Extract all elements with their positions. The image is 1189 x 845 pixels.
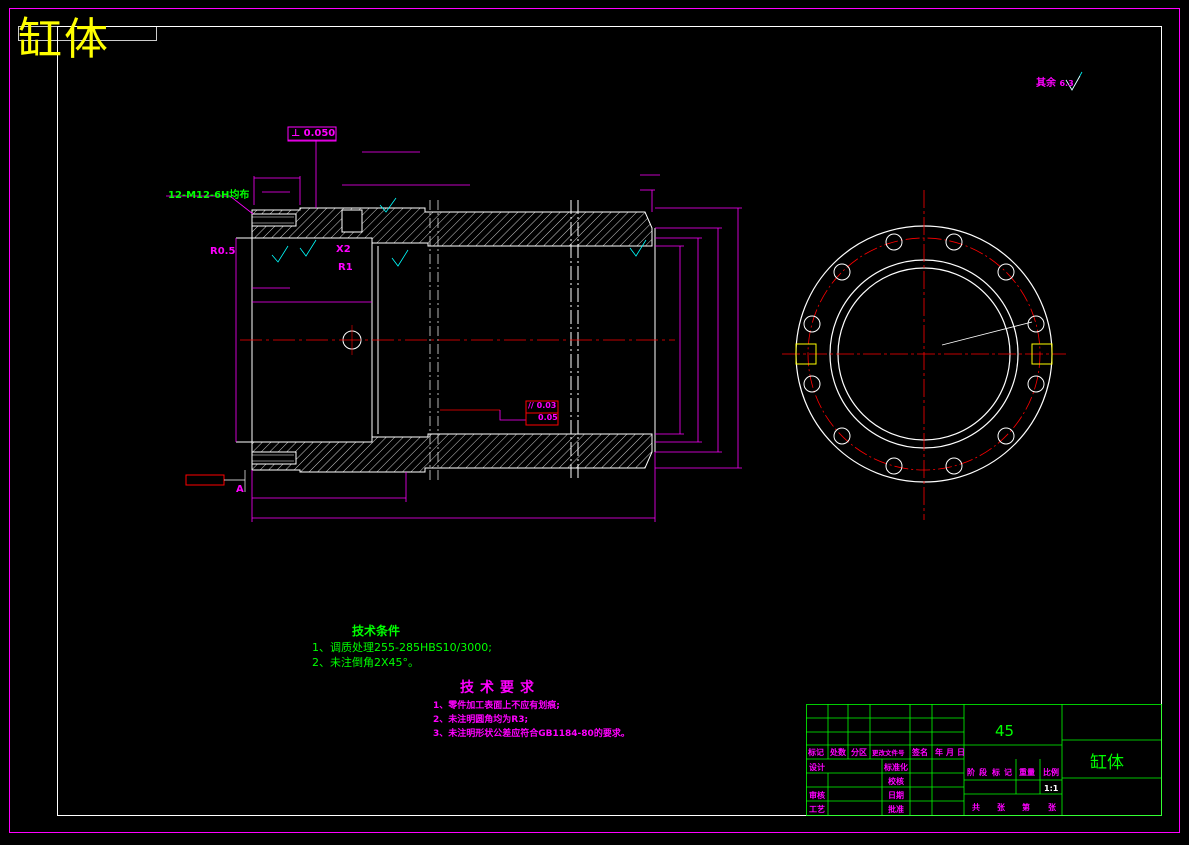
- inner-frame: [57, 26, 1162, 816]
- section-dimensions: [166, 139, 742, 522]
- bolt-hole: [1027, 315, 1045, 333]
- upper-wall-hatch: [251, 207, 653, 247]
- tb-stage-2: 段: [979, 768, 987, 777]
- thread-hole-lower: [251, 451, 297, 465]
- bolt-hole: [885, 233, 903, 251]
- tech-condition-line-2: 2、未注倒角2X45°。: [312, 656, 420, 669]
- title-block-material: 45: [995, 722, 1015, 740]
- lower-wall-hatch: [251, 433, 653, 473]
- bolt-hole: [803, 315, 821, 333]
- tb-header-day: 日: [957, 748, 965, 757]
- bolt-hole: [997, 427, 1015, 445]
- title-block-grid: [806, 704, 1162, 816]
- bolt-hole: [945, 457, 963, 475]
- bolt-hole: [833, 263, 851, 281]
- tech-requirement-line-2: 2、未注明圆角均为R3;: [433, 715, 529, 725]
- tb-stage-1: 阶: [967, 768, 975, 777]
- tb-role-standard: 标准化: [884, 763, 908, 772]
- bolt-hole: [885, 457, 903, 475]
- tb-role-review: 审核: [809, 791, 825, 800]
- tech-requirement-line-1: 1、零件加工表面上不应有划痕;: [433, 701, 560, 711]
- tb-stage-4: 记: [1004, 768, 1012, 777]
- port-boss-left: [795, 343, 817, 365]
- title-block-part-name: 缸体: [1090, 753, 1124, 773]
- tech-conditions-heading: 技术条件: [352, 624, 401, 638]
- thread-hole-upper: [251, 213, 297, 227]
- tech-condition-line-1: 1、调质处理255-285HBS10/3000;: [312, 641, 492, 654]
- tb-header-zone: 分区: [851, 748, 867, 757]
- thread-callout: 12-M12-6H均布: [168, 190, 250, 201]
- tb-header-count: 处数: [830, 748, 846, 757]
- bolt-hole: [803, 375, 821, 393]
- drawing-title: 缸体: [18, 14, 110, 65]
- surface-note-text: 其余: [1036, 78, 1056, 89]
- outer-frame: [9, 8, 1180, 833]
- tb-header-change-doc: 更改文件号: [872, 749, 905, 757]
- surface-roughness-note: 其余 6.3: [1036, 74, 1074, 89]
- fillet-r05-label: R0.5: [210, 246, 236, 257]
- tb-header-year: 年: [935, 748, 943, 757]
- tb-scale-value: 1:1: [1044, 784, 1059, 793]
- cylindricity-frame: [185, 474, 225, 486]
- section-view: [236, 200, 675, 480]
- parallel-tolerance: // 0.03: [528, 401, 557, 410]
- tb-scale-header: 比例: [1043, 768, 1059, 777]
- surface-note-value: 6.3: [1059, 79, 1074, 88]
- tb-sheet-no: 第: [1022, 803, 1030, 812]
- chamfer-x2-label: X2: [336, 244, 351, 255]
- fillet-r1-label: R1: [338, 262, 353, 273]
- perpendicularity-frame: [287, 126, 337, 142]
- port-boss-right: [1031, 343, 1053, 365]
- tb-header-month: 月: [946, 748, 954, 757]
- bolt-hole: [1027, 375, 1045, 393]
- tb-role-craft: 工艺: [809, 805, 825, 814]
- bolt-holes: [803, 233, 1045, 475]
- tb-header-sign: 签名: [912, 748, 928, 757]
- bolt-hole: [833, 427, 851, 445]
- tech-requirements-heading: 技术要求: [460, 680, 540, 696]
- tb-role-design: 设计: [809, 763, 825, 772]
- tb-header-mark: 标记: [808, 748, 824, 757]
- bolt-hole: [997, 263, 1015, 281]
- tb-sheet-total: 共: [972, 803, 980, 812]
- tb-role-check: 校核: [888, 777, 904, 786]
- tb-role-date: 日期: [888, 791, 904, 800]
- perpendicularity-tolerance: ⊥ 0.050: [291, 128, 336, 139]
- title-label-box: [18, 26, 157, 41]
- tb-sheet-unit-1: 张: [997, 803, 1005, 812]
- tb-role-approve: 批准: [888, 805, 904, 814]
- bolt-hole: [945, 233, 963, 251]
- port-hole: [341, 209, 363, 233]
- cylindricity-tolerance: 0.05: [538, 413, 558, 422]
- tb-stage-3: 标: [992, 768, 1000, 777]
- tech-requirement-line-3: 3、未注明形状公差应符合GB1184-80的要求。: [433, 729, 630, 739]
- datum-a-label: A: [236, 484, 244, 495]
- end-view: [782, 190, 1066, 520]
- tb-sheet-unit-2: 张: [1048, 803, 1056, 812]
- tb-weight-header: 重量: [1019, 768, 1035, 777]
